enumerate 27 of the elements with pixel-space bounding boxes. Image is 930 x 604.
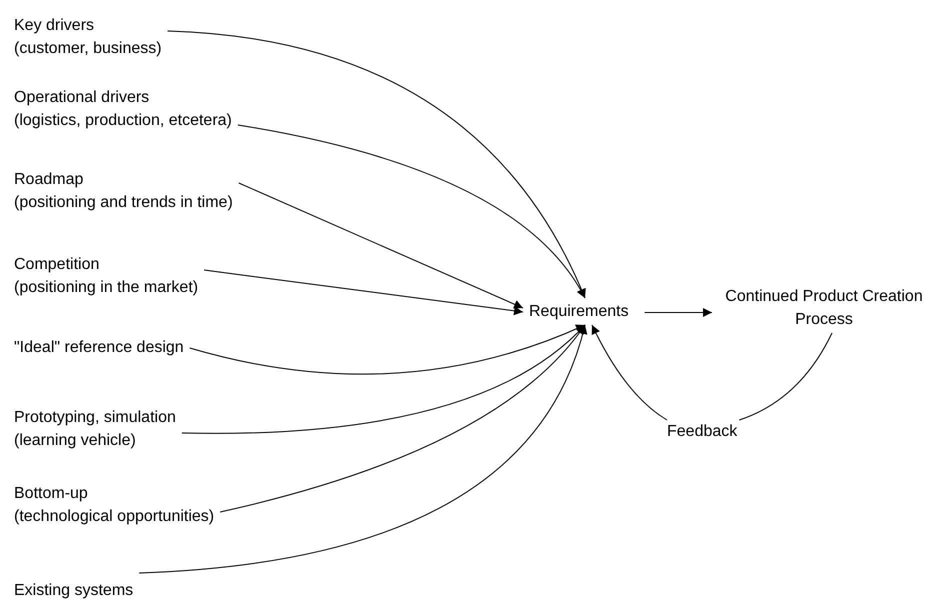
driver-description: (positioning and trends in time)	[14, 193, 233, 213]
node-label: Continued Product Creation Process	[718, 285, 930, 331]
arrow	[644, 308, 712, 317]
driver-heading: Bottom-up	[14, 484, 89, 504]
arrow	[204, 270, 524, 316]
arrow	[592, 324, 668, 420]
arrow	[181, 324, 586, 434]
node-label: "Ideal" reference design	[14, 336, 184, 359]
driver-heading: Prototyping, simulation	[14, 408, 176, 428]
driver-description: (technological opportunities)	[14, 507, 214, 527]
driver-description: (positioning in the market)	[14, 278, 198, 298]
driver-heading: Operational drivers	[14, 88, 150, 108]
node-label: Feedback	[665, 420, 740, 443]
arrow	[238, 182, 524, 308]
driver-description: (learning vehicle)	[14, 431, 137, 451]
driver-heading: Key drivers	[14, 16, 96, 36]
arrow	[138, 324, 587, 574]
arrow	[220, 324, 586, 512]
node-label: Requirements	[523, 298, 635, 325]
node-label: Existing systems	[14, 579, 134, 602]
driver-heading: Roadmap	[14, 170, 84, 190]
arrow	[237, 124, 586, 298]
driver-description: (customer, business)	[14, 39, 162, 59]
connector-line	[738, 332, 832, 420]
arrow	[189, 324, 586, 375]
driver-heading: Competition	[14, 255, 100, 275]
driver-description: (logistics, production, etcetera)	[14, 111, 232, 131]
